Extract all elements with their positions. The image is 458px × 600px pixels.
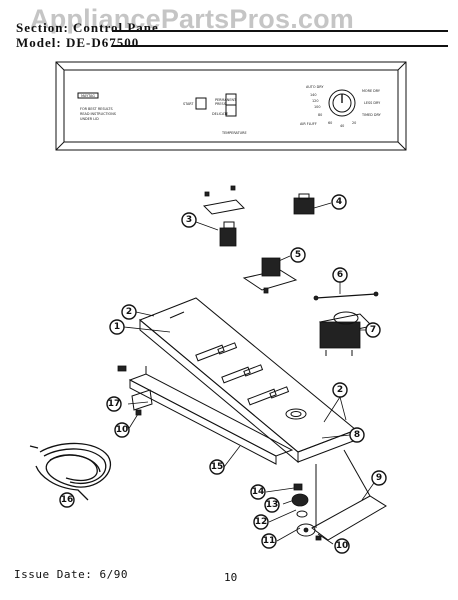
watermark-text: AppliancePartsPros.com (30, 4, 355, 34)
dial-label-4: TIMED DRY (361, 113, 382, 117)
panel-note-2: READ INSTRUCTIONS (80, 112, 116, 116)
callout-14: 14 (250, 484, 266, 500)
panel-note-1: FOR BEST RESULTS (80, 107, 113, 111)
callout-1: 1 (109, 319, 125, 335)
part-6-wire (313, 291, 379, 301)
svg-text:7: 7 (370, 325, 376, 335)
part-4-relay (293, 193, 315, 215)
svg-text:2: 2 (126, 307, 132, 317)
part-3-switch (202, 199, 246, 247)
dial-label-6: 140 (310, 93, 316, 97)
svg-text:8: 8 (354, 430, 360, 440)
callout-10: 10 (114, 422, 130, 438)
svg-text:6: 6 (337, 270, 343, 280)
model-heading: Model: DE-D67500 (16, 35, 140, 50)
leader-lines (123, 202, 377, 545)
svg-text:4: 4 (336, 197, 342, 207)
dial-label-10: 60 (328, 121, 332, 125)
svg-text:5: 5 (295, 250, 301, 260)
svg-text:2: 2 (337, 385, 343, 395)
dial-label-1: AUTO DRY (306, 85, 324, 89)
top-screws (204, 185, 236, 197)
temp-label-3: DELICATE (212, 112, 228, 116)
brand-logo (77, 92, 99, 99)
temp-label-2: PRESS (215, 102, 226, 106)
header-rule-bottom (112, 45, 448, 47)
callout-8: 8 (349, 427, 365, 443)
page-number: 10 (224, 571, 238, 584)
callout-2: 2 (121, 304, 137, 320)
callout-17: 17 (106, 396, 122, 412)
callout-7: 7 (365, 322, 381, 338)
svg-text:12: 12 (255, 517, 268, 527)
svg-text:10: 10 (116, 425, 129, 435)
part-17-bracket (117, 365, 153, 416)
callout-4: 4 (331, 194, 347, 210)
callout-12: 12 (253, 514, 269, 530)
svg-text:11: 11 (263, 536, 276, 546)
dial-label-5: AIR FLUFF (300, 122, 317, 126)
svg-text:10: 10 (336, 541, 349, 551)
dial-label-11: 40 (340, 124, 344, 128)
part-7-timer (318, 311, 374, 356)
control-panel-front-view: MAYTAG FOR BEST RESULTS READ INSTRUCTION… (55, 61, 407, 151)
callout-16: 16 (59, 492, 75, 508)
panel-bottom-label: TEMPERATURE (221, 131, 247, 135)
part-16-harness (29, 442, 111, 501)
dial-label-12: 20 (352, 121, 356, 125)
svg-text:14: 14 (252, 487, 265, 497)
part-9-bracket (311, 449, 387, 541)
callout-11: 11 (261, 533, 277, 549)
svg-text:17: 17 (108, 399, 121, 409)
callout-9: 9 (371, 470, 387, 486)
dial-label-8: 100 (314, 105, 320, 109)
dial-label-9: 80 (318, 113, 322, 117)
svg-text:15: 15 (211, 462, 224, 472)
dial-label-2: MORE DRY (362, 89, 381, 93)
svg-text:3: 3 (186, 215, 192, 225)
start-button[interactable] (195, 97, 207, 110)
callout-10: 10 (334, 538, 350, 554)
svg-text:1: 1 (114, 322, 120, 332)
svg-text:13: 13 (266, 500, 279, 510)
part-15-bar (128, 366, 294, 465)
header-rule-top (112, 30, 448, 32)
start-label: START (183, 102, 194, 106)
timer-dial[interactable] (328, 89, 356, 117)
callout-15: 15 (209, 459, 225, 475)
callout-6: 6 (332, 267, 348, 283)
dial-label-3: LESS DRY (364, 101, 381, 105)
issue-date: Issue Date: 6/90 (14, 568, 128, 581)
svg-text:16: 16 (61, 495, 74, 505)
callout-5: 5 (290, 247, 306, 263)
panel-note-3: UNDER LID (80, 117, 99, 121)
brand-text: MAYTAG (81, 94, 95, 98)
svg-text:9: 9 (376, 473, 382, 483)
part-5-switch (242, 257, 298, 294)
callout-3: 3 (181, 212, 197, 228)
callout-2: 2 (332, 382, 348, 398)
dial-label-7: 120 (312, 99, 318, 103)
callout-13: 13 (264, 497, 280, 513)
